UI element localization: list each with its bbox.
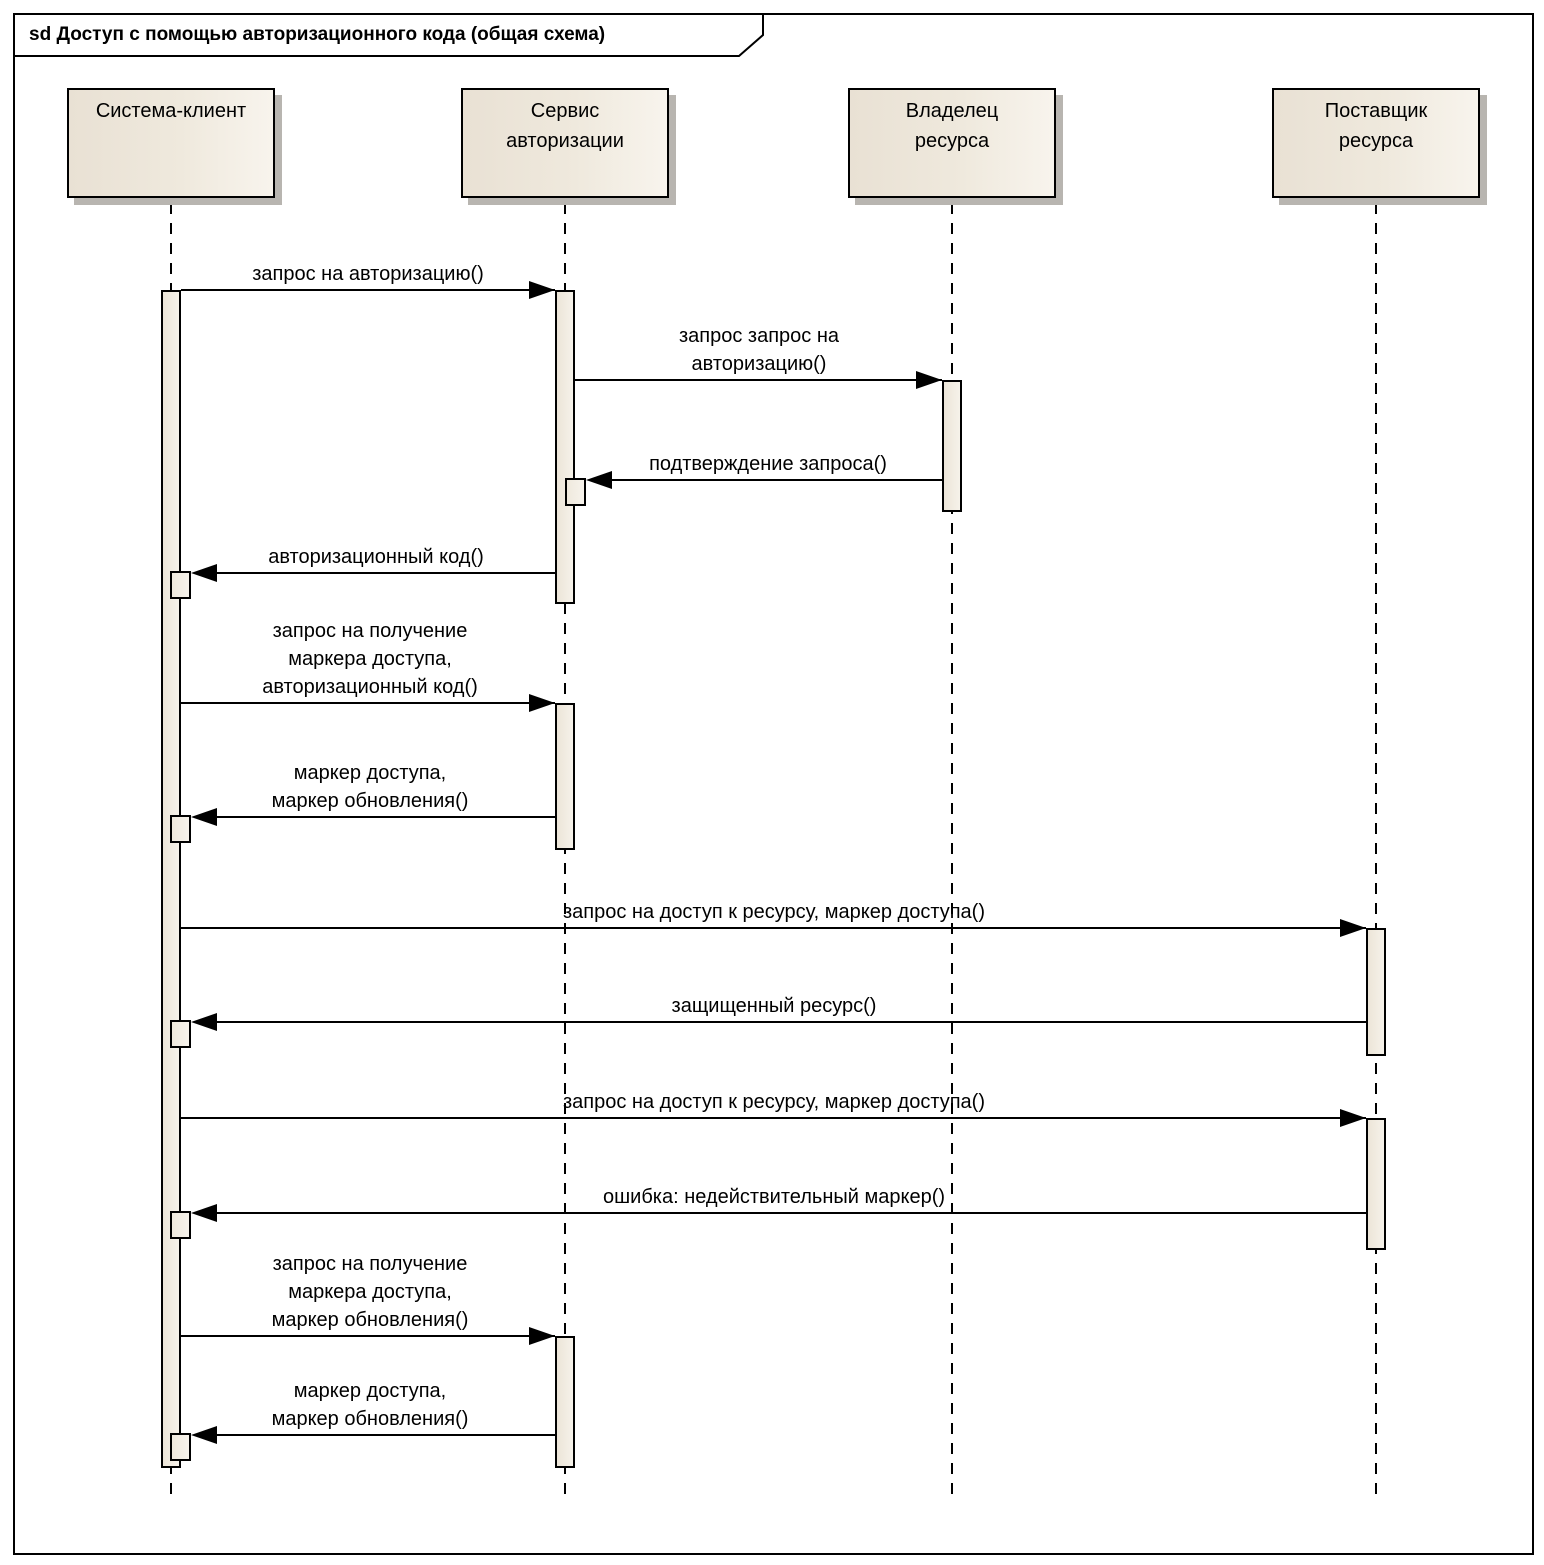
- message-1-label: запрос на авторизацию(): [252, 263, 484, 285]
- activation-auth-service-3: [555, 1336, 575, 1468]
- message-11-line: [181, 1335, 555, 1337]
- frame-title: sd Доступ с помощью авторизационного код…: [29, 24, 606, 45]
- message-9-line: [181, 1117, 1366, 1119]
- message-1-arrowhead-icon: [529, 281, 555, 299]
- message-6-line: [215, 816, 555, 818]
- message-7-arrowhead-icon: [1340, 919, 1366, 937]
- message-10-line: [215, 1212, 1366, 1214]
- activation-resource-owner: [942, 380, 962, 512]
- lifeline-head-client-system: Система-клиент: [67, 88, 275, 198]
- lifeline-head-resource-owner: Владелец ресурса: [848, 88, 1056, 198]
- message-11-label: запрос на получение маркера доступа, мар…: [271, 1253, 469, 1331]
- lifeline-auth-service: [564, 203, 566, 1503]
- activation-resource-provider-2: [1366, 1118, 1386, 1250]
- nested-activation-client-1: [170, 571, 191, 599]
- message-5-line: [181, 702, 555, 704]
- message-4-arrowhead-icon: [191, 564, 217, 582]
- message-12-line: [215, 1434, 555, 1436]
- nested-activation-client-4: [170, 1211, 191, 1239]
- nested-activation-client-3: [170, 1020, 191, 1048]
- activation-resource-provider-1: [1366, 928, 1386, 1056]
- lifeline-resource-owner: [951, 203, 953, 1503]
- message-2-arrowhead-icon: [916, 371, 942, 389]
- message-2-label: запрос запрос на авторизацию(): [678, 325, 840, 375]
- diagram-frame: [13, 13, 1534, 1555]
- message-8-arrowhead-icon: [191, 1013, 217, 1031]
- message-10-label: ошибка: недействительный маркер(): [602, 1186, 946, 1208]
- nested-activation-auth-service: [565, 478, 586, 506]
- lifeline-head-auth-service: Сервис авторизации: [461, 88, 669, 198]
- message-12-label: маркер доступа, маркер обновления(): [271, 1380, 469, 1430]
- message-3-line: [610, 479, 942, 481]
- message-8-label: защищенный ресурс(): [671, 995, 877, 1017]
- message-9-arrowhead-icon: [1340, 1109, 1366, 1127]
- message-6-arrowhead-icon: [191, 808, 217, 826]
- message-2-line: [575, 379, 942, 381]
- message-3-label: подтверждение запроса(): [649, 453, 887, 475]
- message-5-label: запрос на получение маркера доступа, авт…: [262, 620, 478, 698]
- message-4-line: [215, 572, 555, 574]
- message-5-arrowhead-icon: [529, 694, 555, 712]
- lifeline-resource-provider: [1375, 203, 1377, 1503]
- message-9-label: запрос на доступ к ресурсу, маркер досту…: [562, 1091, 986, 1113]
- nested-activation-client-5: [170, 1433, 191, 1461]
- frame-title-tab: [13, 13, 764, 57]
- activation-client-main: [161, 290, 181, 1468]
- message-6-label: маркер доступа, маркер обновления(): [271, 762, 469, 812]
- message-1-line: [181, 289, 555, 291]
- message-10-arrowhead-icon: [191, 1204, 217, 1222]
- message-8-line: [215, 1021, 1366, 1023]
- message-4-label: авторизационный код(): [268, 546, 484, 568]
- lifeline-head-resource-provider: Поставщик ресурса: [1272, 88, 1480, 198]
- message-3-arrowhead-icon: [586, 471, 612, 489]
- nested-activation-client-2: [170, 815, 191, 843]
- activation-auth-service-2: [555, 703, 575, 850]
- message-12-arrowhead-icon: [191, 1426, 217, 1444]
- message-11-arrowhead-icon: [529, 1327, 555, 1345]
- message-7-label: запрос на доступ к ресурсу, маркер досту…: [562, 901, 986, 923]
- activation-auth-service-1: [555, 290, 575, 604]
- message-7-line: [181, 927, 1366, 929]
